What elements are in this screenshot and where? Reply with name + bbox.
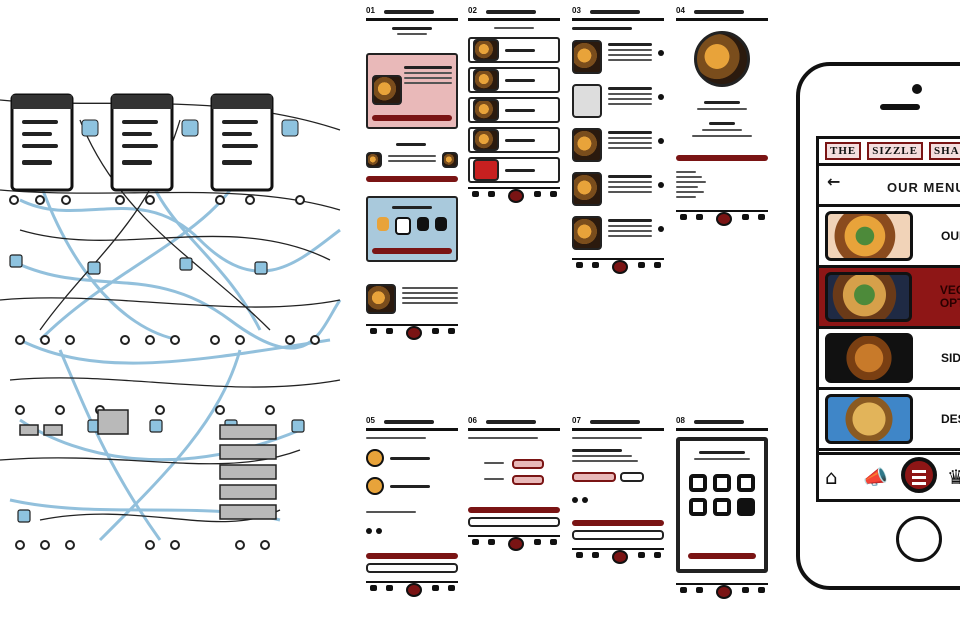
- menu-item-label: OUR M: [941, 229, 960, 243]
- megaphone-icon[interactable]: 📣: [863, 465, 888, 489]
- bottom-tab-bar: ⌂ 📣 ♛: [819, 452, 960, 499]
- phone-speaker: [880, 104, 920, 110]
- wireframe-screen-01: 01: [366, 6, 458, 340]
- food-image: [825, 394, 913, 444]
- wireframe-screen-08: 08: [676, 416, 768, 599]
- brand-header: THE SIZZLE SHACK: [819, 139, 960, 166]
- phone-screen: THE SIZZLE SHACK ← OUR MENU OUR M VEGETA…: [816, 136, 960, 502]
- user-flow-diagram: [0, 93, 342, 550]
- brand-word: SIZZLE: [867, 142, 923, 160]
- screen-number: 01: [366, 6, 375, 15]
- menu-item-vegetarian-options[interactable]: VEGETA OPTI: [819, 268, 960, 329]
- crown-icon[interactable]: ♛: [947, 465, 960, 489]
- wireframe-screen-02: 02: [468, 6, 560, 203]
- page-title: OUR MENU: [887, 180, 960, 195]
- home-icon[interactable]: ⌂: [825, 465, 838, 489]
- screen-number: 07: [572, 416, 581, 425]
- wireframe-screen-05: 05: [366, 416, 458, 597]
- wireframe-screen-04: 04: [676, 6, 768, 226]
- wireframe-screen-03: 03: [572, 6, 664, 274]
- menu-item-label: DESS: [941, 412, 960, 426]
- screen-header: ← OUR MENU: [819, 166, 960, 207]
- phone-mockup: THE SIZZLE SHACK ← OUR MENU OUR M VEGETA…: [796, 62, 960, 590]
- back-arrow-icon[interactable]: ←: [827, 172, 841, 191]
- food-image: [825, 333, 913, 383]
- menu-icon[interactable]: [901, 457, 937, 493]
- screen-number: 05: [366, 416, 375, 425]
- menu-item-label: VEGETA OPTI: [939, 283, 960, 310]
- phone-camera: [912, 84, 922, 94]
- screen-number: 04: [676, 6, 685, 15]
- screen-number: 02: [468, 6, 477, 15]
- menu-item-label: SID: [941, 351, 960, 365]
- screen-number: 08: [676, 416, 685, 425]
- wireframe-screen-06: 06: [468, 416, 560, 551]
- brand-word: SHACK: [928, 142, 960, 160]
- food-image: [825, 211, 913, 261]
- screen-number: 06: [468, 416, 477, 425]
- menu-item-sides[interactable]: SID: [819, 329, 960, 390]
- menu-item-desserts[interactable]: DESS: [819, 390, 960, 451]
- menu-item-our-menu[interactable]: OUR M: [819, 207, 960, 268]
- brand-word: THE: [825, 142, 862, 160]
- home-button[interactable]: [896, 516, 942, 562]
- screen-number: 03: [572, 6, 581, 15]
- food-image: [825, 272, 912, 322]
- wireframe-screen-07: 07: [572, 416, 664, 564]
